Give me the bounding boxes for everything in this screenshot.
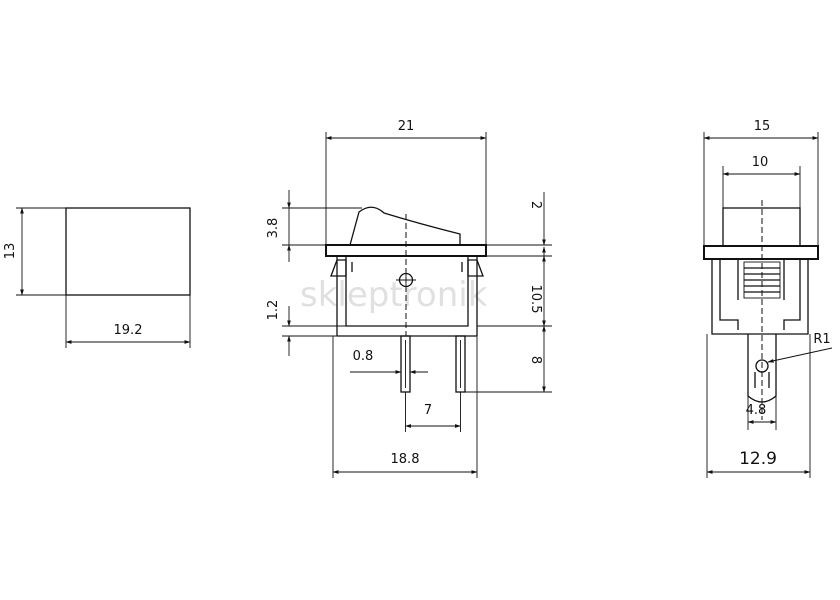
end-terminal-width-label: 4.8: [746, 403, 767, 418]
end-body: [711, 259, 809, 335]
flange-label: 1.2: [266, 300, 281, 321]
top-offset-label: 2: [528, 201, 543, 209]
rocker-height-label: 3.8: [266, 218, 281, 239]
terminal-length-label: 8: [528, 356, 543, 364]
switch-body: [336, 256, 478, 336]
side-height-label: 13: [3, 243, 18, 260]
body-height-label: 10.5: [528, 285, 543, 314]
end-bottom-width-label: 12.9: [739, 449, 777, 469]
end-flange: [703, 245, 819, 260]
front-bottom-width-label: 18.8: [391, 452, 420, 467]
front-top-width-label: 21: [398, 119, 415, 134]
side-view-body: [65, 207, 191, 296]
terminal-hole: [755, 359, 769, 373]
spring-coils: [743, 261, 781, 299]
side-width-label: 19.2: [114, 323, 143, 338]
front-view: 21 3.8 1.2 2 10.5 8 0.8 7: [266, 119, 552, 478]
radius-leader: [767, 347, 833, 363]
terminal-width-label: 0.8: [353, 349, 374, 364]
left-snap-clip: [330, 259, 347, 277]
end-top-width-label: 15: [754, 119, 771, 134]
radius-label: R1: [813, 332, 830, 347]
watermark-text: skleptronik: [300, 275, 488, 315]
rocker-actuator: [349, 206, 461, 246]
end-inner-width-label: 10: [752, 155, 769, 170]
right-snap-clip: [467, 259, 484, 277]
end-view: 15 10 R1 4.8 12.9: [703, 119, 833, 478]
side-view: 13 19.2: [3, 207, 191, 348]
terminal-pitch-label: 7: [424, 403, 432, 418]
